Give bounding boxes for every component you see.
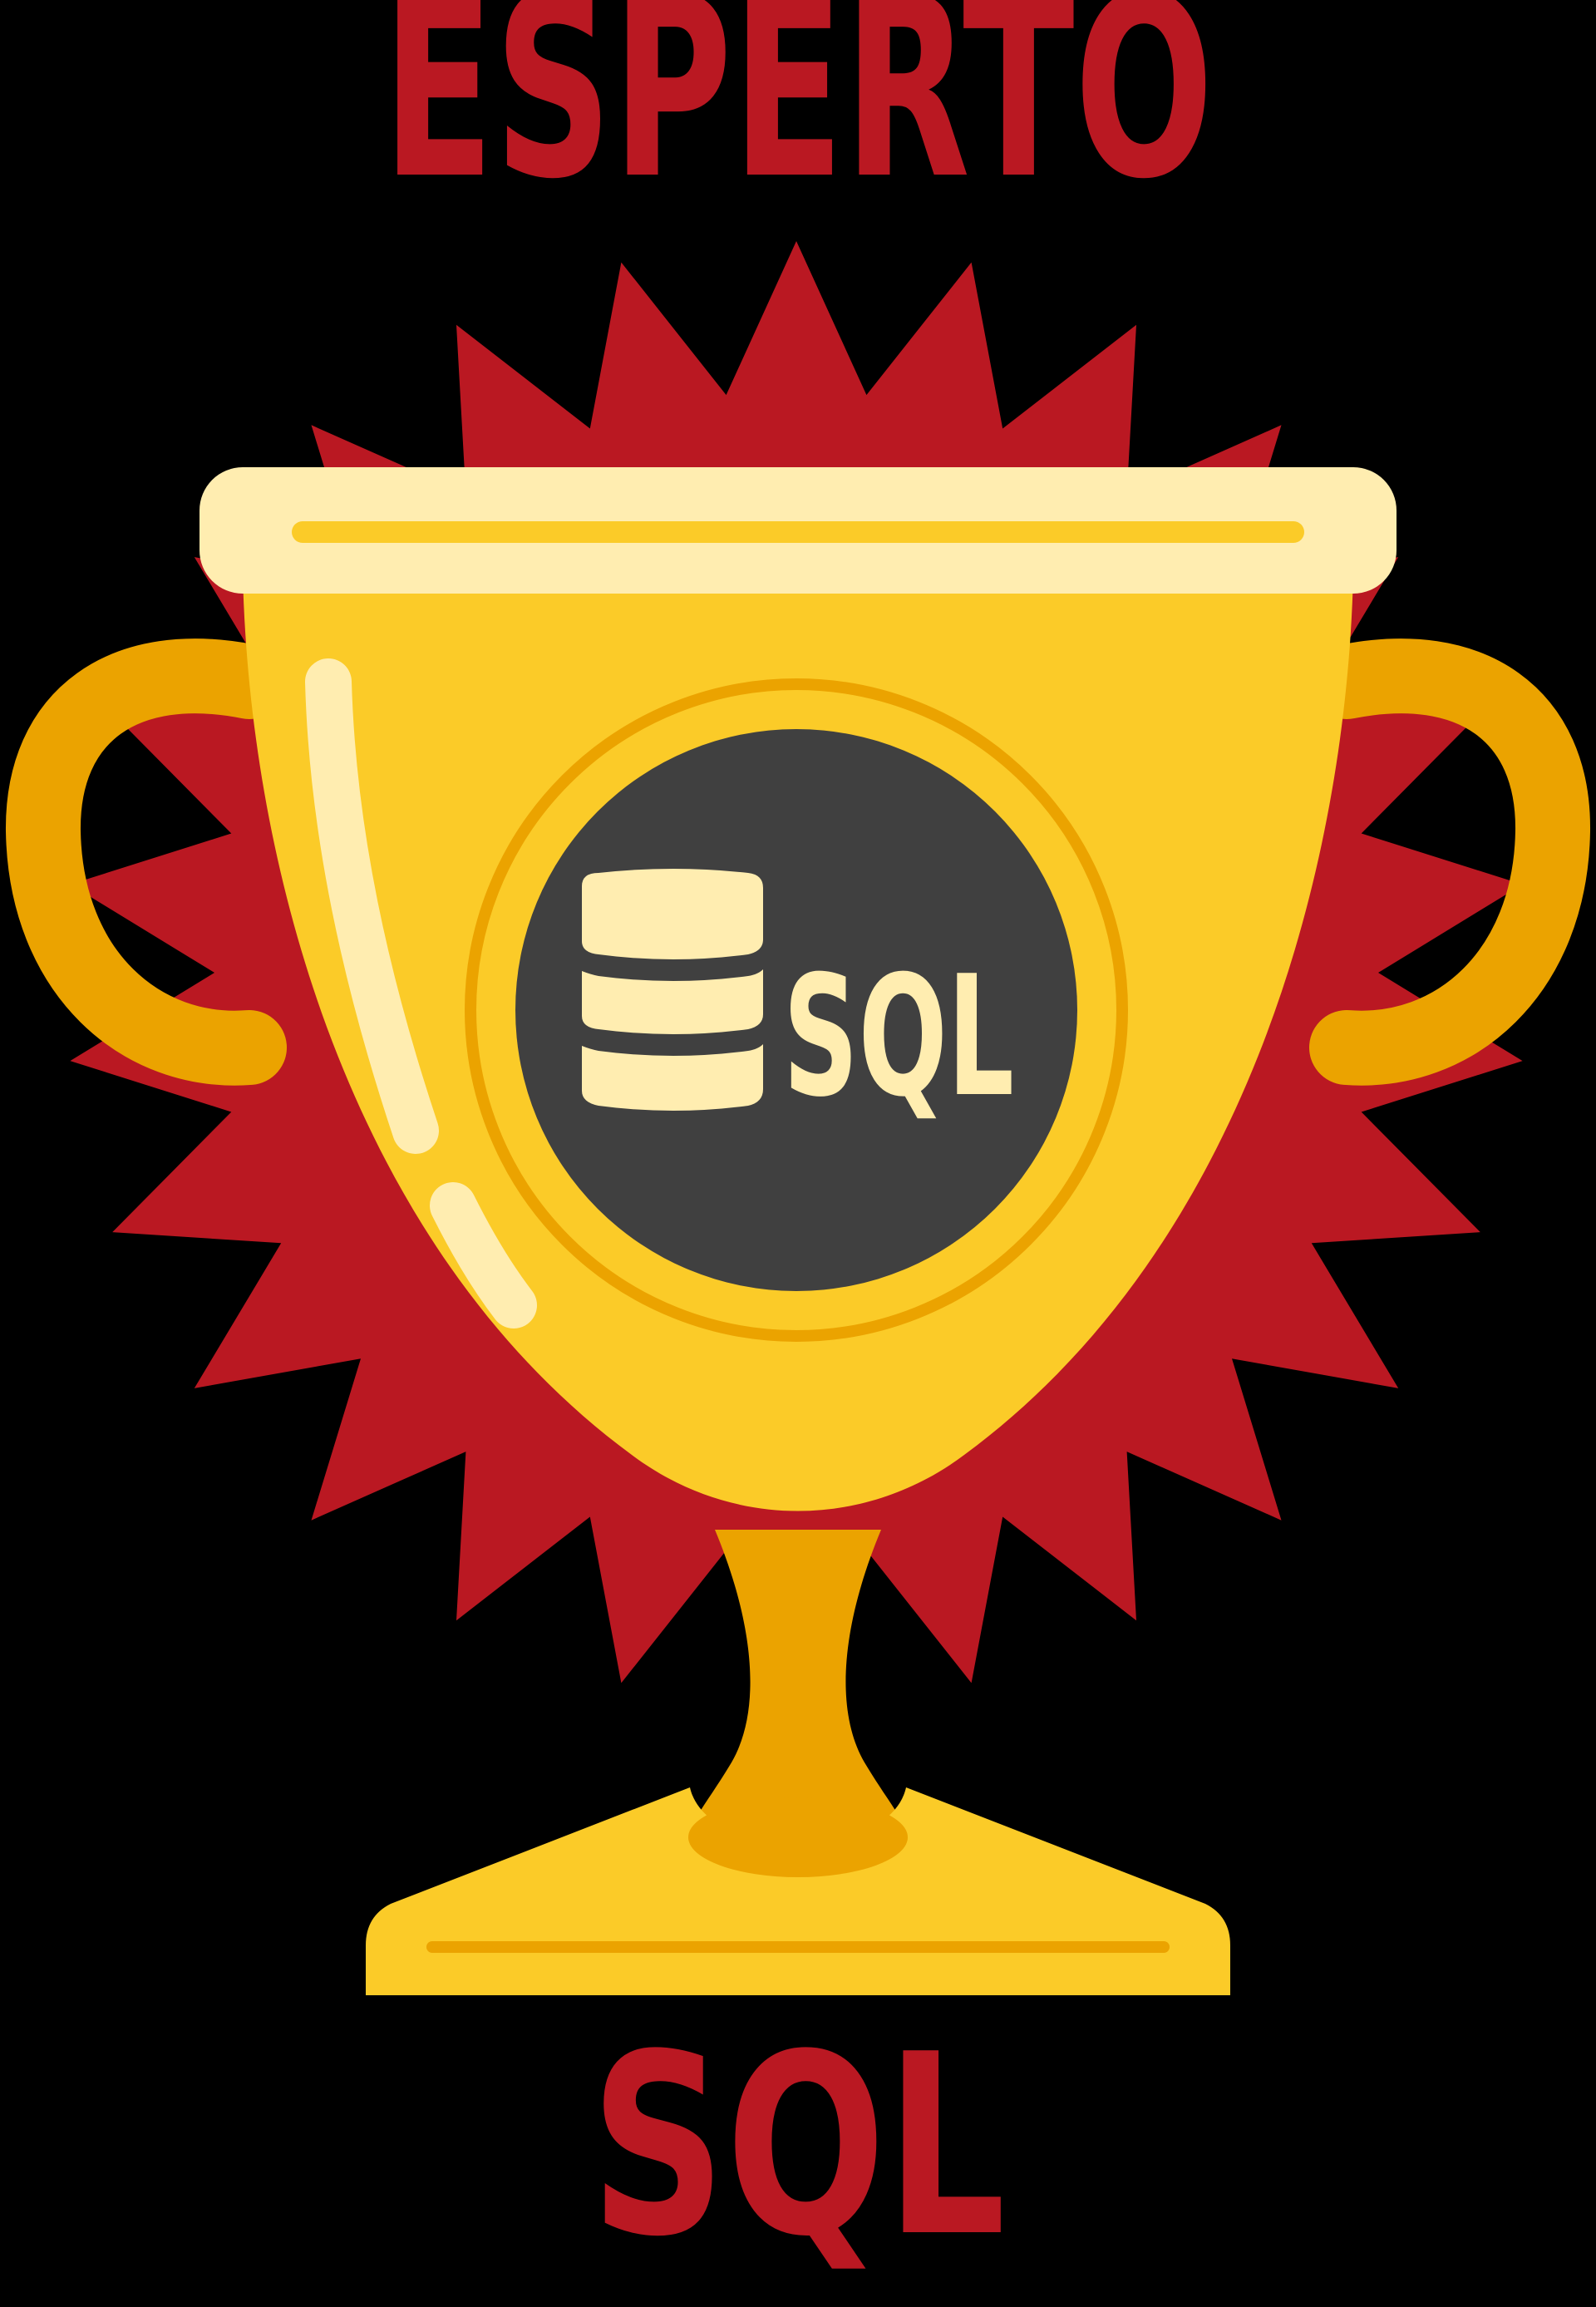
emblem-ring [465,678,1128,1342]
trophy-shine-long [305,658,439,1154]
trophy-stem [690,1530,906,1862]
trophy-shine-short [430,1182,537,1328]
badge-title-top: ESPERTO [382,0,1214,234]
database-icon [582,869,763,1111]
trophy-stem-foot [688,1797,908,1877]
badge-title-bottom: SQL [590,2001,1006,2291]
trophy-handle-right [1309,638,1591,1086]
trophy-handle-left [5,638,287,1086]
emblem-sql-label: SQL [783,940,1014,1134]
trophy-icon: SQL [5,467,1591,1995]
